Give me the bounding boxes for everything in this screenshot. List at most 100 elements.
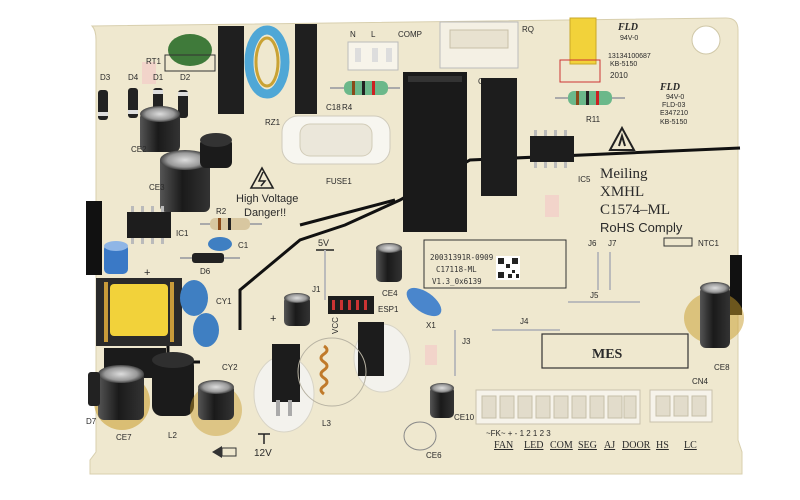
capacitor-ce10 <box>430 383 454 418</box>
thermistor-rt1 <box>168 34 212 66</box>
resistor-r11 <box>555 91 625 105</box>
inductor-l2 <box>152 352 194 416</box>
pink-mark <box>142 62 156 84</box>
fuse <box>281 115 391 165</box>
fld2-kb: KB-5150 <box>660 119 687 126</box>
label-5v: 5V <box>318 238 329 248</box>
ref-ce2: CE2 <box>131 145 147 154</box>
pink-mark <box>545 195 559 217</box>
fld1-rating: 94V-0 <box>620 35 638 42</box>
ref-ce4: CE4 <box>382 289 398 298</box>
pin <box>372 48 378 62</box>
ic5-pins <box>534 130 567 168</box>
pink-mark <box>425 345 437 365</box>
ref-j6: J6 <box>588 239 597 248</box>
resistor-r2 <box>200 218 262 230</box>
ref-rz1: RZ1 <box>265 118 281 127</box>
pink-outline <box>559 59 601 83</box>
qr-code-icon <box>496 256 520 280</box>
ref-cy2: CY2 <box>222 363 238 372</box>
mes-box <box>541 333 689 369</box>
connector-pin-labels: ~FK~ + - 1 2 1 2 3 <box>486 429 551 438</box>
mounting-hole <box>691 25 721 55</box>
ref-j5: J5 <box>590 291 599 300</box>
diode-d6 <box>180 253 240 263</box>
capacitor-ce8 <box>684 282 744 348</box>
brand-name: Meiling <box>600 166 648 182</box>
ntc1-footprint <box>663 237 693 247</box>
label-hs: HS <box>656 440 669 451</box>
varistor-block-left <box>218 26 244 114</box>
label-led: LED <box>524 440 543 451</box>
ref-j4: J4 <box>520 317 529 326</box>
label-fan: FAN <box>494 440 513 451</box>
regulator-left <box>253 344 315 433</box>
toroid-inductor <box>244 25 290 99</box>
toroid-winding <box>254 36 280 88</box>
label-door: DOOR <box>622 440 651 451</box>
diode-d1 <box>153 88 163 112</box>
diode-d7 <box>88 372 100 406</box>
jumper-arrow-icon <box>212 446 237 458</box>
capacitor-ce5 <box>190 380 242 436</box>
plus-sign: + <box>144 267 150 279</box>
ref-d4: D4 <box>128 73 139 82</box>
ref-esp1: ESP1 <box>378 305 399 314</box>
ref-j1: J1 <box>312 285 321 294</box>
ref-c18: C18 <box>326 103 341 112</box>
ref-cn4: CN4 <box>692 377 709 386</box>
relay-edge <box>408 76 462 82</box>
ref-r4: R4 <box>342 103 353 112</box>
ref-ntc1: NTC1 <box>698 239 719 248</box>
capacitor-ce7 <box>94 365 150 430</box>
ref-l3: L3 <box>322 419 331 428</box>
y-capacitor-cy1-a <box>180 280 208 316</box>
ref-l2: L2 <box>168 431 177 440</box>
label-12v: 12V <box>254 448 272 459</box>
connector-cn3 <box>475 389 641 425</box>
diode-d4 <box>128 88 138 118</box>
label-version: V1.3_0x6139 <box>432 277 482 286</box>
label-lc: LC <box>684 440 697 451</box>
ref-rt1: RT1 <box>146 57 162 66</box>
capacitor-ce2 <box>140 106 180 152</box>
transformer <box>96 278 182 346</box>
ref-ce10: CE10 <box>454 413 475 422</box>
capacitor-ce3 <box>160 150 210 212</box>
ref-ce8: CE8 <box>714 363 730 372</box>
ref-j3: J3 <box>462 337 471 346</box>
fld-logo-1: FLD <box>617 22 638 33</box>
varistor-block-right <box>295 24 317 114</box>
capacitor-small-round <box>200 133 232 168</box>
ref-d6: D6 <box>200 267 211 276</box>
resistor-r4 <box>330 81 400 95</box>
ref-n: N <box>350 30 356 39</box>
fld1-date: 2010 <box>610 71 628 80</box>
product-label-area <box>423 239 567 289</box>
diode-d2 <box>178 90 188 118</box>
ref-ce7: CE7 <box>116 433 132 442</box>
label-com: COM <box>550 440 573 451</box>
high-voltage-icon <box>249 166 275 189</box>
ref-rq: RQ <box>522 25 534 34</box>
warning-high-voltage: High Voltage <box>236 193 298 205</box>
ref-d7: D7 <box>86 417 97 426</box>
yellow-capacitor <box>569 17 597 65</box>
ref-ce3: CE3 <box>149 183 165 192</box>
small-relay <box>481 78 517 196</box>
ref-r2: R2 <box>216 207 227 216</box>
rq-socket <box>449 29 509 49</box>
capacitor-c1 <box>208 237 232 251</box>
ref-cy1: CY1 <box>216 297 232 306</box>
ref-d3: D3 <box>100 73 111 82</box>
esd-warning-icon <box>608 125 636 151</box>
plus-sign-mid: + <box>270 313 276 325</box>
ref-vcc: VCC <box>331 317 340 334</box>
ce6-outline <box>403 421 437 451</box>
label-seg: SEG <box>578 440 597 451</box>
fld1-code: 13134100687 <box>608 53 651 60</box>
ic5-chip <box>530 136 574 162</box>
ref-ic5: IC5 <box>578 175 591 184</box>
fld1-kb: KB-5150 <box>610 61 637 68</box>
